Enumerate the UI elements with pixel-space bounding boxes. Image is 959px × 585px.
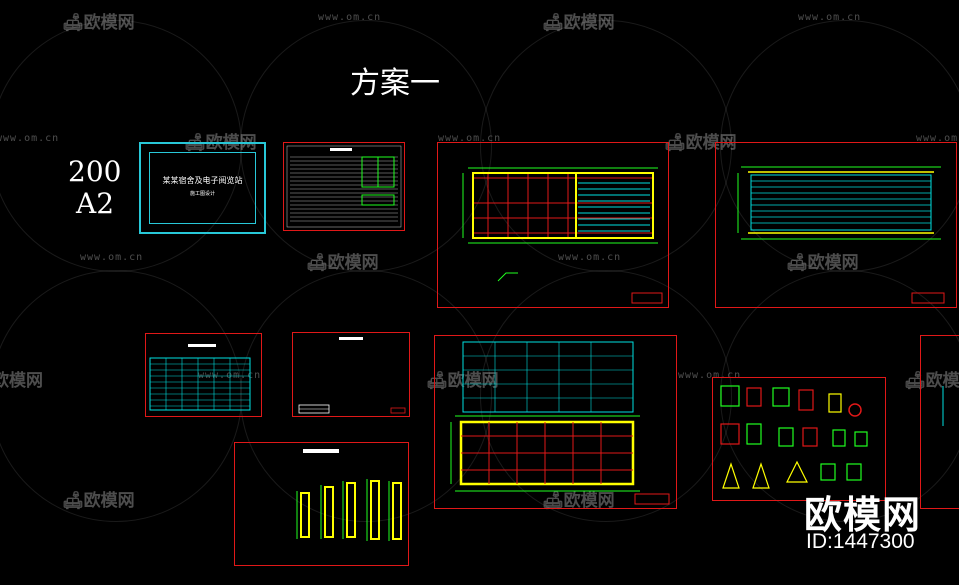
sheet-partial-right[interactable] [920, 335, 959, 509]
sheet-partial-right-drawing [942, 386, 944, 426]
sheet-roof-plan-drawing [737, 166, 945, 304]
sheet-column-elevations-drawing [296, 449, 402, 541]
sofa-icon: 🛋 [426, 371, 448, 391]
sofa-icon: 🛋 [542, 491, 564, 511]
watermark-url: www.om.cn [318, 12, 382, 23]
sheet-schedule-table[interactable] [145, 333, 262, 417]
sofa-icon: 🛋 [542, 13, 564, 33]
watermark-logo: 欧模网 [0, 371, 43, 391]
watermark-url: www.om.cn [916, 133, 959, 144]
sheet-roof-plan[interactable] [715, 142, 957, 308]
sheet-node-details-drawing [720, 385, 868, 489]
watermark-logo: 🛋欧模网 [306, 253, 379, 273]
watermark-logo: 🛋欧模网 [542, 491, 615, 511]
scheme-title: 方案一 [350, 66, 440, 101]
watermark-url: www.om.cn [438, 133, 502, 144]
watermark-logo: 🛋欧模网 [62, 13, 135, 33]
sofa-icon: 🛋 [664, 133, 686, 153]
sheet-column-elevations[interactable] [234, 442, 409, 566]
sheet-general-notes-drawing [298, 337, 406, 414]
sofa-icon: 🛋 [786, 253, 808, 273]
brand-logo: 欧模网 [804, 493, 922, 537]
watermark-url: www.om.cn [198, 370, 262, 381]
sheet-structure-plan-drawing [450, 341, 670, 505]
sofa-icon: 🛋 [62, 491, 84, 511]
watermark-logo: 🛋欧模网 [62, 491, 135, 511]
sheet-structure-plan[interactable] [434, 335, 677, 509]
watermark-logo: 🛋欧模网 [664, 133, 737, 153]
watermark-url: www.om.cn [0, 133, 60, 144]
sheet-floor-plan-1-drawing [462, 167, 663, 304]
watermark-logo: 🛋欧模网 [786, 253, 859, 273]
sheet-design-notes-drawing [286, 145, 402, 228]
paper-size: A2 [76, 187, 115, 220]
sheet-design-notes[interactable] [283, 142, 405, 231]
watermark-url: www.om.cn [558, 252, 622, 263]
cover-title: 某某宿舍及电子阅览站 [162, 176, 243, 185]
sheet-floor-plan-1[interactable] [437, 142, 669, 308]
watermark-logo: 🛋欧模网 [426, 371, 499, 391]
watermark-url: www.om.cn [678, 370, 742, 381]
sheet-schedule-table-drawing [149, 344, 251, 411]
cover-subtitle: 施工图设计 [189, 191, 215, 197]
cover-inner-frame: 某某宿舍及电子阅览站 施工图设计 [149, 152, 256, 224]
model-id: ID:1447300 [806, 530, 915, 553]
sheet-general-notes[interactable] [292, 332, 410, 417]
watermark-url: www.om.cn [80, 252, 144, 263]
watermark-logo: 🛋欧模网 [542, 13, 615, 33]
watermark-url: www.om.cn [798, 12, 862, 23]
sheet-node-details[interactable] [712, 377, 886, 501]
sofa-icon: 🛋 [62, 13, 84, 33]
cover-sheet[interactable]: 某某宿舍及电子阅览站 施工图设计 [139, 142, 266, 234]
sofa-icon: 🛋 [306, 253, 328, 273]
drawing-scale: 200 [68, 155, 122, 188]
